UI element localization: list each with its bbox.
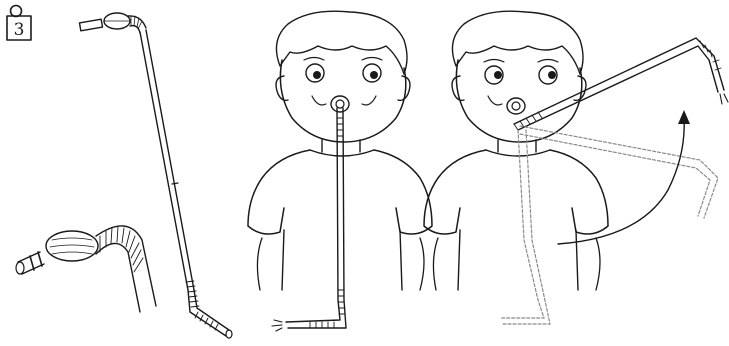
child-with-tube-icon bbox=[248, 11, 432, 331]
child-raising-tube-icon bbox=[424, 11, 728, 324]
step-badge: 3 bbox=[7, 6, 31, 41]
breathing-tube-icon bbox=[16, 13, 232, 338]
step-number: 3 bbox=[14, 20, 25, 40]
